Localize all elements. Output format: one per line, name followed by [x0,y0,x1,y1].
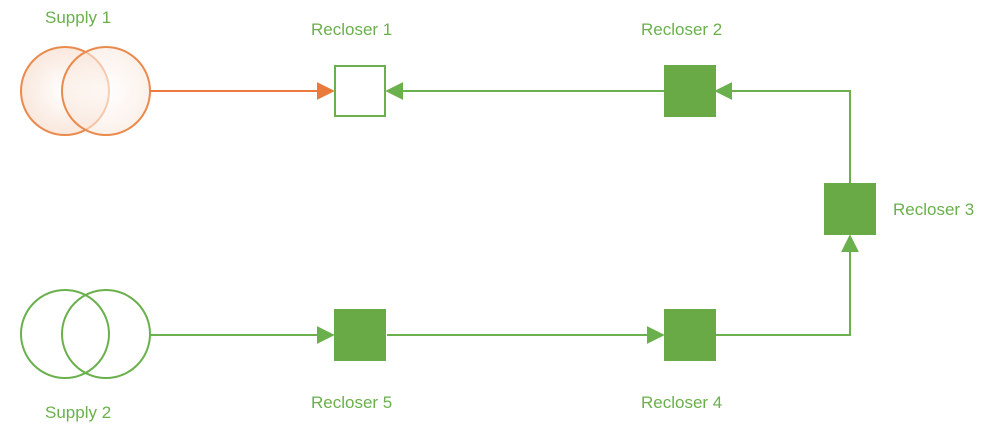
recloser-4-box[interactable] [664,309,716,361]
recloser-5-box[interactable] [334,309,386,361]
recloser-1-box[interactable] [334,65,386,117]
recloser-5-label: Recloser 5 [311,393,392,412]
supply-1-right-coil [61,46,151,136]
recloser-2-label: Recloser 2 [641,20,722,39]
supply-1-label: Supply 1 [45,8,111,27]
recloser-3-box[interactable] [824,183,876,235]
supply-2-symbol [20,289,151,379]
line-recloser3-to-recloser2 [714,82,851,183]
recloser-4-label: Recloser 4 [641,393,722,412]
supply-2-label: Supply 2 [45,403,111,422]
line-recloser4-to-recloser3 [716,234,859,336]
recloser-2-box[interactable] [664,65,716,117]
supply-2-left-coil [20,289,110,379]
recloser-3-label: Recloser 3 [893,200,974,219]
supply-2-right-coil [61,289,151,379]
supply-1-symbol [20,46,151,136]
recloser-1-label: Recloser 1 [311,20,392,39]
